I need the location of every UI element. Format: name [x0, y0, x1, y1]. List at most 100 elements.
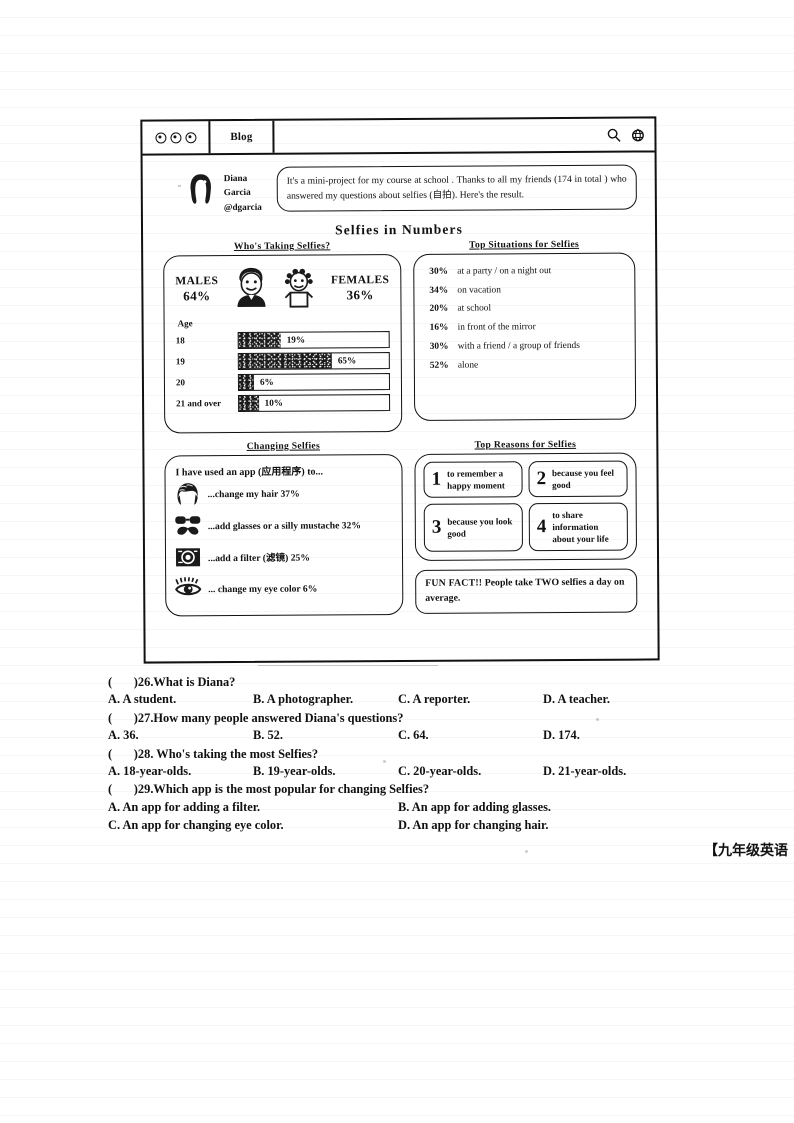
- window-dot-3[interactable]: [184, 131, 196, 143]
- question-stem: ( )27.How many people answered Diana's q…: [108, 710, 404, 725]
- browser-content: Diana Garcia @dgarcia It's a mini-projec…: [143, 152, 658, 661]
- situations-section: Top Situations for Selfies 30% at a party…: [413, 238, 637, 421]
- who-card: MALES 64%: [163, 253, 403, 434]
- scan-smudge: [258, 665, 438, 666]
- situation-text: with a friend / a group of friends: [457, 341, 580, 352]
- author-info: Diana Garcia @dgarcia: [224, 167, 270, 214]
- question-option[interactable]: C. 20-year-olds.: [398, 764, 482, 779]
- situation-text: at a party / on a night out: [457, 265, 552, 277]
- blog-post-header: Diana Garcia @dgarcia It's a mini-projec…: [143, 152, 655, 214]
- question-option[interactable]: D. A teacher.: [543, 692, 610, 707]
- question-option[interactable]: B. A photographer.: [253, 692, 354, 707]
- post-message: It's a mini-project for my course at sch…: [276, 164, 637, 213]
- situation-pct: 20%: [429, 304, 449, 315]
- females-stat: FEMALES 36%: [331, 273, 390, 304]
- browser-window: Blog: [140, 116, 660, 664]
- situations-list: 30% at a party / on a night out 34%on vaca…: [429, 264, 622, 373]
- reason-text: to remember a happy moment: [446, 468, 505, 491]
- age-bar-category: 21 and over: [176, 398, 222, 409]
- question-option[interactable]: D. An app for changing hair.: [398, 818, 549, 833]
- who-section-title: Who's Taking Selfies?: [233, 240, 331, 252]
- infographic-title: Selfies in Numbers: [335, 221, 463, 238]
- question-option[interactable]: B. An app for adding glasses.: [398, 799, 551, 814]
- question-option[interactable]: C. An app for changing eye color.: [108, 818, 284, 833]
- address-bar[interactable]: [274, 118, 654, 152]
- question-options-row: A. A student. B. A photographer. C. A repo…: [108, 692, 688, 707]
- question-option[interactable]: A. 18-year-olds.: [108, 764, 192, 779]
- changing-heading: I have used an app (应用程序) to...: [175, 466, 324, 479]
- males-label: MALES: [175, 275, 219, 288]
- changing-item: ...change my hair 37%: [174, 480, 392, 510]
- situations-section-title: Top Situations for Selfies: [469, 238, 580, 251]
- question-options-row: C. An app for changing eye color. D. An a…: [108, 818, 688, 833]
- footer-note: 【九年级英语: [704, 843, 788, 859]
- globe-icon[interactable]: [630, 127, 645, 142]
- gender-split: MALES 64%: [175, 264, 389, 314]
- question-option[interactable]: D. 174.: [543, 728, 580, 743]
- age-bar-category: 18: [175, 335, 185, 346]
- browser-toolbar: Blog: [142, 118, 655, 156]
- changing-item: ...add a filter (滤镜) 25%: [174, 544, 392, 574]
- situation-item: 34%on vacation: [429, 283, 621, 298]
- reason-number: 3: [431, 517, 442, 539]
- males-pct: 64%: [183, 288, 211, 304]
- age-bar-fill: [238, 374, 254, 390]
- hair-icon: [174, 481, 202, 510]
- question-option[interactable]: B. 19-year-olds.: [253, 764, 336, 779]
- situations-card: 30% at a party / on a night out 34%on vaca…: [413, 252, 637, 421]
- changing-section-title: Changing Selfies: [246, 440, 321, 452]
- author-last-name: Garcia: [223, 187, 251, 198]
- question-options-row: A. 18-year-olds. B. 19-year-olds. C. 20-ye…: [108, 764, 688, 779]
- question-option[interactable]: C. A reporter.: [398, 692, 471, 707]
- situation-item: 52%alone: [430, 359, 622, 374]
- age-bar-value: 65%: [337, 355, 357, 366]
- age-bar-track: 65%: [237, 351, 390, 370]
- situation-pct: 34%: [429, 285, 449, 296]
- situation-pct: 30%: [429, 266, 449, 277]
- search-icon[interactable]: [606, 127, 621, 142]
- question-option[interactable]: B. 52.: [253, 728, 283, 743]
- situation-item: 30% at a party / on a night out: [429, 264, 621, 279]
- question-stem: ( )29.Which app is the most popular for …: [108, 782, 430, 797]
- infographic-row-1: Who's Taking Selfies? MALES 64%: [143, 238, 656, 434]
- scan-smudge: [525, 850, 528, 853]
- situation-item: 20% at school: [429, 302, 621, 317]
- quiz-questions: ( )26.What is Diana?A. A student.B. A ph…: [108, 676, 688, 838]
- question-option[interactable]: C. 64.: [398, 728, 429, 743]
- situation-item: 16%in front of the mirror: [430, 321, 622, 336]
- reason-text: because you feel good: [551, 467, 615, 490]
- changing-item: ... change my eye color 6%: [174, 575, 392, 605]
- age-bar-track: 19%: [237, 330, 390, 349]
- situation-text: in front of the mirror: [457, 322, 536, 333]
- window-dot-2[interactable]: [169, 131, 181, 143]
- males-stat: MALES 64%: [175, 274, 218, 305]
- situation-pct: 30%: [429, 341, 449, 352]
- situation-pct: 52%: [429, 360, 449, 371]
- question-stem: ( )28. Who's taking the most Selfies?: [108, 746, 319, 761]
- situation-text: at school: [457, 303, 492, 315]
- tab-blog[interactable]: Blog: [210, 120, 275, 154]
- females-pct: 36%: [346, 287, 374, 303]
- reason-number: 2: [536, 468, 547, 490]
- question-option[interactable]: A. An app for adding a filter.: [108, 799, 261, 814]
- females-label: FEMALES: [330, 274, 390, 287]
- question-option[interactable]: A. A student.: [108, 692, 177, 707]
- question-option[interactable]: A. 36.: [108, 728, 139, 743]
- changing-item: ...add glasses or a silly mustache 32%: [174, 511, 392, 543]
- male-face-icon: [231, 265, 271, 314]
- window-dot-1[interactable]: [154, 131, 166, 143]
- question-option[interactable]: D. 21-year-olds.: [543, 764, 627, 779]
- changing-card: I have used an app (应用程序) to...: [164, 453, 404, 617]
- age-axis-label: Age: [177, 318, 193, 329]
- fun-fact-label: FUN FACT!!: [425, 577, 483, 589]
- glasses-mustache-icon: [174, 512, 202, 543]
- avatar: [187, 167, 217, 211]
- window-controls[interactable]: [142, 121, 211, 154]
- age-bar-category: 19: [175, 356, 185, 367]
